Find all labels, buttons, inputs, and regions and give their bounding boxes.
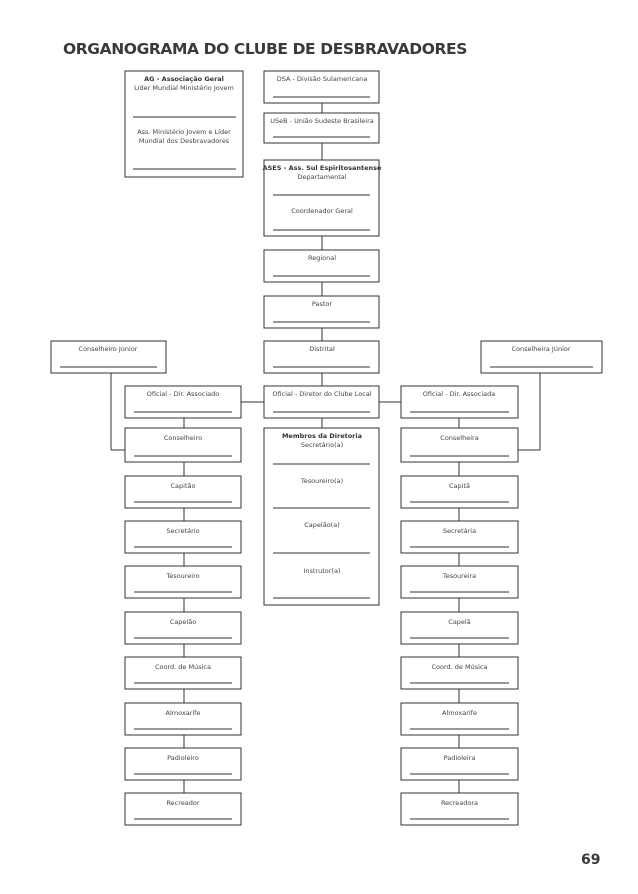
- conselheiro-junior-label: Conselheiro Júnior: [79, 345, 138, 353]
- box-regional: Regional: [263, 249, 380, 283]
- useb-label: USeB - União Sudeste Brasileira: [270, 117, 373, 125]
- left-box-capelao: Capelão: [124, 611, 242, 645]
- right-box-capita: Capitã: [400, 475, 519, 509]
- right-label-recreadora: Recreadora: [441, 799, 478, 807]
- diretoria-instrutor: Instrutor(a): [303, 567, 340, 575]
- diretoria-tesoureiro: Tesoureiro(a): [300, 477, 343, 485]
- box-pastor: Pastor: [263, 295, 380, 329]
- left-label-capitao: Capitão: [171, 482, 196, 490]
- left-box-padioleiro: Padioleiro: [124, 747, 242, 781]
- regional-label: Regional: [308, 254, 336, 262]
- left-label-tesoureiro: Tesoureiro: [165, 572, 199, 580]
- right-box-capela: Capelã: [400, 611, 519, 645]
- box-oficial-associada: Oficial - Dir. Associada: [400, 385, 519, 419]
- right-label-coord-de-musica: Coord. de Música: [432, 663, 488, 671]
- left-box-coord-de-musica: Coord. de Música: [124, 656, 242, 690]
- right-label-capita: Capitã: [449, 482, 470, 490]
- oficial-associada-label: Oficial - Dir. Associada: [423, 390, 496, 398]
- right-box-secretaria: Secretária: [400, 520, 519, 554]
- right-label-tesoureira: Tesoureira: [442, 572, 476, 580]
- connector-lines: [110, 103, 541, 793]
- ag-subtitle: Líder Mundial Ministério Jovem: [134, 84, 234, 92]
- distrital-label: Distrital: [309, 345, 335, 353]
- left-label-recreador: Recreador: [166, 799, 199, 807]
- box-membros-diretoria: Membros da Diretoria Secretário(a) Tesou…: [263, 427, 380, 606]
- right-box-recreadora: Recreadora: [400, 792, 519, 826]
- left-label-almoxarife: Almoxarife: [166, 709, 201, 717]
- left-label-conselheiro: Conselheiro: [164, 434, 202, 442]
- right-box-almoxarife: Almoxarife: [400, 702, 519, 736]
- box-oficial-associado: Oficial - Dir. Associado: [124, 385, 242, 419]
- right-box-conselheira: Conselheira: [400, 427, 519, 463]
- right-box-padioleira: Padioleira: [400, 747, 519, 781]
- oficial-diretor-label: Oficial - Diretor do Clube Local: [272, 390, 371, 398]
- left-box-recreador: Recreador: [124, 792, 242, 826]
- box-distrital: Distrital: [263, 340, 380, 374]
- ag-title: AG - Associação Geral: [144, 75, 224, 83]
- left-box-almoxarife: Almoxarife: [124, 702, 242, 736]
- ases-departamental: Departamental: [297, 173, 346, 181]
- right-box-tesoureira: Tesoureira: [400, 565, 519, 599]
- diretoria-secretario: Secretário(a): [301, 441, 343, 449]
- conselheira-junior-label: Conselheira Júnior: [511, 345, 570, 353]
- diretoria-capelao: Capelão(a): [304, 521, 339, 529]
- left-label-padioleiro: Padioleiro: [167, 754, 199, 762]
- box-conselheiro-junior: Conselheiro Júnior: [50, 340, 167, 374]
- box-oficial-diretor: Oficial - Diretor do Clube Local: [263, 385, 380, 419]
- oficial-associado-label: Oficial - Dir. Associado: [147, 390, 220, 398]
- right-label-almoxarife: Almoxarife: [442, 709, 477, 717]
- dsa-label: DSA - Divisão Sulamericana: [277, 75, 368, 83]
- page-title: ORGANOGRAMA DO CLUBE DE DESBRAVADORES: [63, 40, 468, 58]
- left-box-capitao: Capitão: [124, 475, 242, 509]
- left-label-coord-de-musica: Coord. de Música: [155, 663, 211, 671]
- box-dsa: DSA - Divisão Sulamericana: [263, 70, 380, 104]
- left-box-secretario: Secretário: [124, 520, 242, 554]
- ag-assoc-line2: Mundial dos Desbravadores: [139, 137, 230, 145]
- left-box-conselheiro: Conselheiro: [124, 427, 242, 463]
- left-label-capelao: Capelão: [170, 618, 196, 626]
- left-column-boxes: ConselheiroCapitãoSecretárioTesoureiroCa…: [124, 427, 242, 826]
- right-label-padioleira: Padioleira: [444, 754, 476, 762]
- left-box-tesoureiro: Tesoureiro: [124, 565, 242, 599]
- right-column-boxes: ConselheiraCapitãSecretáriaTesoureiraCap…: [400, 427, 519, 826]
- right-label-conselheira: Conselheira: [440, 434, 478, 442]
- box-conselheira-junior: Conselheira Júnior: [480, 340, 603, 374]
- left-label-secretario: Secretário: [166, 527, 199, 535]
- ases-title: ASES - Ass. Sul Espiritosantense: [263, 164, 382, 172]
- page-number: 69: [581, 852, 601, 868]
- right-label-capela: Capelã: [448, 618, 470, 626]
- right-box-coord-de-musica: Coord. de Música: [400, 656, 519, 690]
- box-ag: AG - Associação Geral Líder Mundial Mini…: [124, 70, 244, 178]
- right-label-secretaria: Secretária: [443, 527, 476, 535]
- ag-assoc-line1: Ass. Ministério Jovem e Líder: [137, 128, 231, 136]
- box-useb: USeB - União Sudeste Brasileira: [263, 112, 380, 144]
- diretoria-title: Membros da Diretoria: [282, 432, 362, 440]
- box-ases: ASES - Ass. Sul Espiritosantense Departa…: [263, 159, 382, 237]
- pastor-label: Pastor: [312, 300, 333, 308]
- ases-coordenador: Coordenador Geral: [291, 207, 353, 215]
